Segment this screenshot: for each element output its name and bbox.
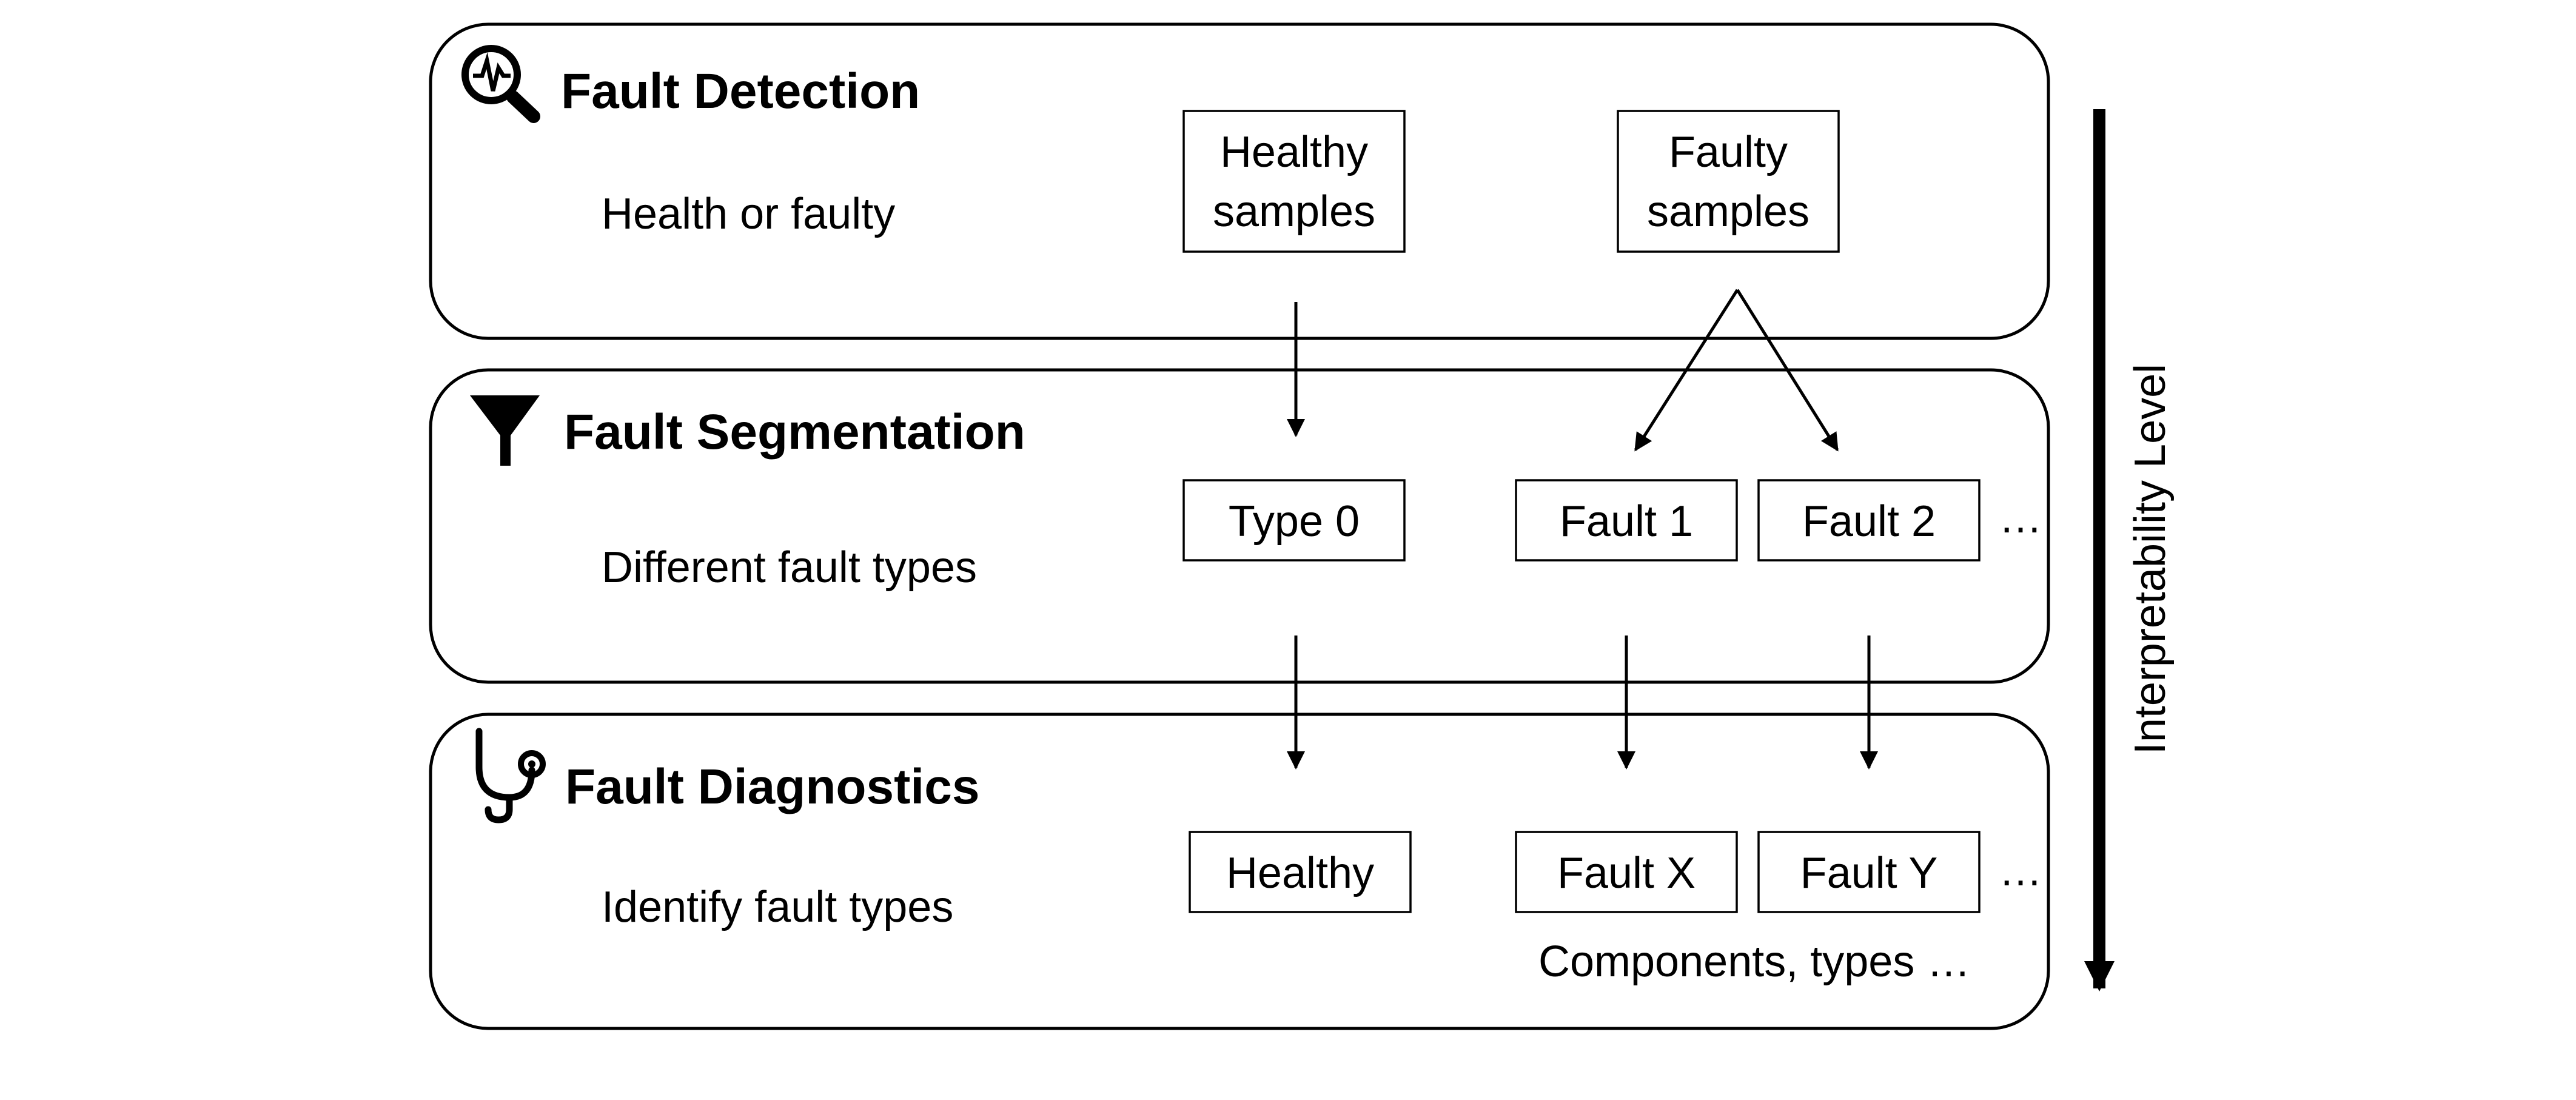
panel-fault-detection: Fault Detection Health or faulty Healthy… <box>429 22 2050 340</box>
box-fault-2: Fault 2 <box>1757 479 1981 562</box>
panel-title: Fault Diagnostics <box>565 759 979 814</box>
panel-description: Different fault types <box>602 543 977 592</box>
box-label-line: Faulty <box>1669 128 1788 176</box>
box-faulty-samples: Faulty samples <box>1617 110 1840 253</box>
box-fault-y: Fault Y <box>1757 831 1981 913</box>
panel-title: Fault Detection <box>561 64 920 119</box>
flow-arrows <box>1287 289 1878 770</box>
box-label: Fault X <box>1557 849 1696 897</box>
panel-fault-diagnostics: Fault Diagnostics Identify fault types H… <box>429 713 2050 1030</box>
panel-description: Health or faulty <box>602 190 895 238</box>
box-label-line: samples <box>1213 187 1375 236</box>
box-healthy-samples: Healthy samples <box>1182 110 1406 253</box>
interpretability-axis: Interpretability Level <box>2084 109 2175 991</box>
box-label: Fault Y <box>1800 849 1938 897</box>
stethoscope-icon <box>475 728 546 823</box>
box-label: Healthy <box>1226 849 1374 897</box>
funnel-icon <box>470 395 540 466</box>
arrow-faulty-to-fault2 <box>1736 289 1839 452</box>
axis-label: Interpretability Level <box>2126 364 2175 754</box>
box-label: Type 0 <box>1229 497 1360 546</box>
box-label-line: samples <box>1647 187 1810 236</box>
box-healthy: Healthy <box>1189 831 1412 913</box>
box-type-0: Type 0 <box>1182 479 1406 562</box>
ellipsis: … <box>1999 847 2042 895</box>
panel-title: Fault Segmentation <box>564 404 1025 460</box>
magnifier-signal-icon <box>461 45 540 123</box>
panel-description: Identify fault types <box>602 883 953 931</box>
box-label-line: Healthy <box>1220 128 1368 176</box>
box-fault-1: Fault 1 <box>1515 479 1738 562</box>
panel-fault-segmentation: Fault Segmentation Different fault types… <box>429 368 2050 684</box>
components-note: Components, types … <box>1538 937 1970 986</box>
box-label: Fault 1 <box>1560 497 1693 546</box>
ellipsis: … <box>1999 494 2042 542</box>
box-fault-x: Fault X <box>1515 831 1738 913</box>
box-label: Fault 2 <box>1802 497 1936 546</box>
arrow-faulty-to-fault1 <box>1634 289 1739 452</box>
